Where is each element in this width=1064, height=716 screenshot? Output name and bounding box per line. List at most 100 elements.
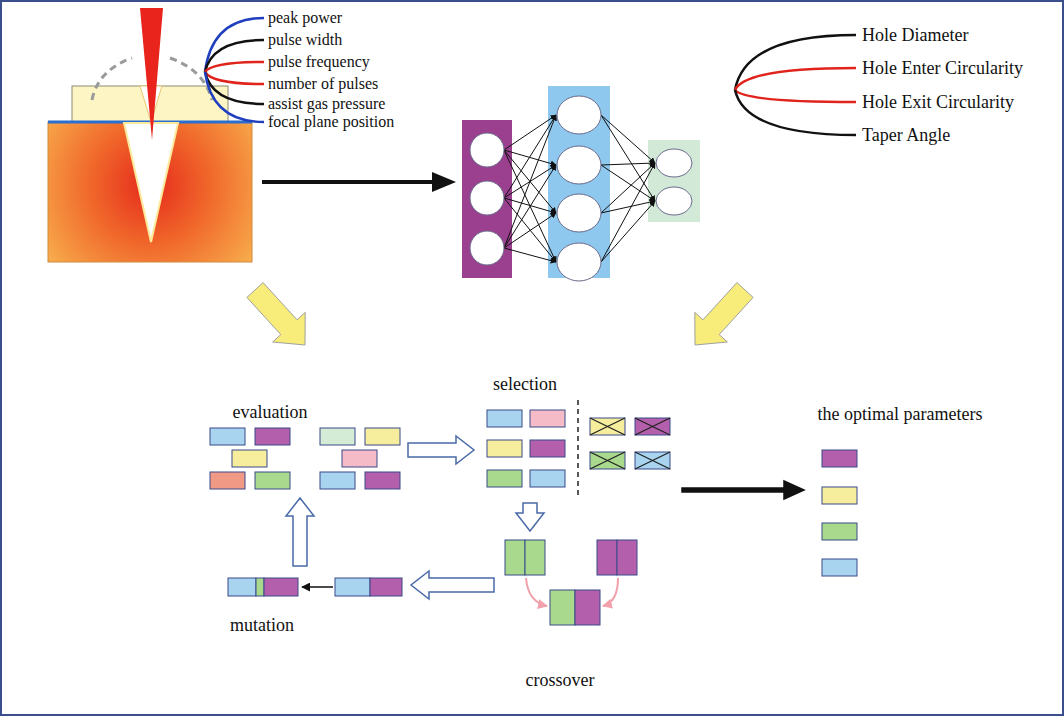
output-label: Hole Exit Circularity <box>862 92 1014 113</box>
parameter-block <box>597 540 617 575</box>
loop-arrow <box>411 571 494 599</box>
flow-arrow <box>247 283 305 345</box>
neuron <box>656 149 692 177</box>
neuron <box>557 96 601 134</box>
neuron <box>557 194 601 232</box>
fan-curve <box>735 35 856 90</box>
parameter-block <box>210 428 245 445</box>
parameter-block <box>550 590 575 625</box>
network-connection <box>601 163 655 213</box>
input-arrow <box>262 172 456 192</box>
neuron <box>656 187 692 215</box>
parameter-block <box>342 450 377 467</box>
rejected-block <box>590 452 625 469</box>
rejected-block <box>635 418 670 435</box>
parameter-block <box>264 578 298 596</box>
crossover-arrow <box>526 578 547 606</box>
network-connection <box>504 213 556 248</box>
parameter-block <box>365 428 400 445</box>
parameter-label: pulse width <box>268 31 342 49</box>
network-connection <box>504 198 556 262</box>
output-label: Taper Angle <box>862 125 950 146</box>
flow-arrow <box>695 283 753 345</box>
neural-network <box>462 86 700 281</box>
network-connection <box>504 115 556 198</box>
selection-divider <box>577 400 579 495</box>
output-label: Hole Diameter <box>862 25 968 46</box>
input-fan <box>205 18 264 122</box>
parameter-label: peak power <box>268 9 342 27</box>
network-connection <box>504 115 556 150</box>
output-label: Hole Enter Circularity <box>862 58 1023 79</box>
rejected-block <box>635 452 670 469</box>
parameter-block <box>256 578 264 596</box>
loop-arrow <box>408 436 474 464</box>
network-connection <box>504 165 556 248</box>
selection-group: selection <box>480 372 676 497</box>
network-connection <box>601 163 655 262</box>
neuron <box>557 146 601 184</box>
optimal-parameters-group: the optimal parameters <box>810 400 995 585</box>
ejecta-trace <box>92 58 132 100</box>
parameter-block <box>822 523 857 540</box>
network-connection <box>504 248 556 262</box>
parameter-label: number of pulses <box>268 75 378 93</box>
parameter-block <box>822 487 857 504</box>
fan-curve <box>205 18 264 72</box>
rejected-block <box>590 418 625 435</box>
cross-mark <box>635 452 670 469</box>
parameter-block <box>487 470 522 487</box>
loop-arrow <box>286 498 314 566</box>
mutation-arrow <box>302 586 333 588</box>
arrow-shaft <box>262 180 434 184</box>
parameter-block <box>530 410 565 427</box>
fan-curve <box>735 90 856 102</box>
stage-label: crossover <box>526 670 595 691</box>
stage-label: mutation <box>230 615 294 636</box>
stage-label: evaluation <box>233 402 308 423</box>
arrow-head <box>432 172 456 192</box>
parameter-block <box>487 410 522 427</box>
neuron <box>470 181 504 215</box>
laser-drilling-illustration <box>48 8 252 262</box>
output-fan <box>735 35 856 135</box>
parameter-block <box>320 472 355 489</box>
neuron <box>557 243 601 281</box>
fan-curve <box>205 72 264 122</box>
cross-mark <box>590 418 625 435</box>
fan-curve <box>735 68 856 90</box>
node-drawing <box>810 400 995 585</box>
fan-curve <box>205 72 264 84</box>
population-group: evaluation <box>205 400 402 492</box>
drilled-hole <box>124 123 178 242</box>
parameter-block <box>255 428 290 445</box>
parameter-label: assist gas pressure <box>268 95 385 113</box>
crossover-group: crossover <box>500 537 645 695</box>
crossover-arrow <box>603 578 618 606</box>
fan-curve <box>205 62 264 72</box>
network-connection <box>504 150 556 262</box>
network-connection <box>504 198 556 213</box>
parameter-block <box>365 472 400 489</box>
network-connection <box>504 115 556 248</box>
parameter-block <box>335 578 370 596</box>
parameter-block <box>232 450 267 467</box>
parameter-block <box>370 578 402 596</box>
network-connection <box>601 201 655 213</box>
laser-beam <box>140 8 163 140</box>
parameter-block <box>822 559 857 576</box>
parameter-block <box>822 450 857 467</box>
parameter-block <box>487 440 522 457</box>
parameter-block <box>575 590 600 625</box>
network-connection <box>601 201 655 262</box>
parameter-block <box>320 428 355 445</box>
parameter-block <box>505 540 525 575</box>
parameter-block <box>210 472 245 489</box>
parameter-block <box>228 578 256 596</box>
network-connection <box>601 163 655 165</box>
loop-arrow <box>516 503 544 531</box>
result-arrow <box>682 481 804 499</box>
